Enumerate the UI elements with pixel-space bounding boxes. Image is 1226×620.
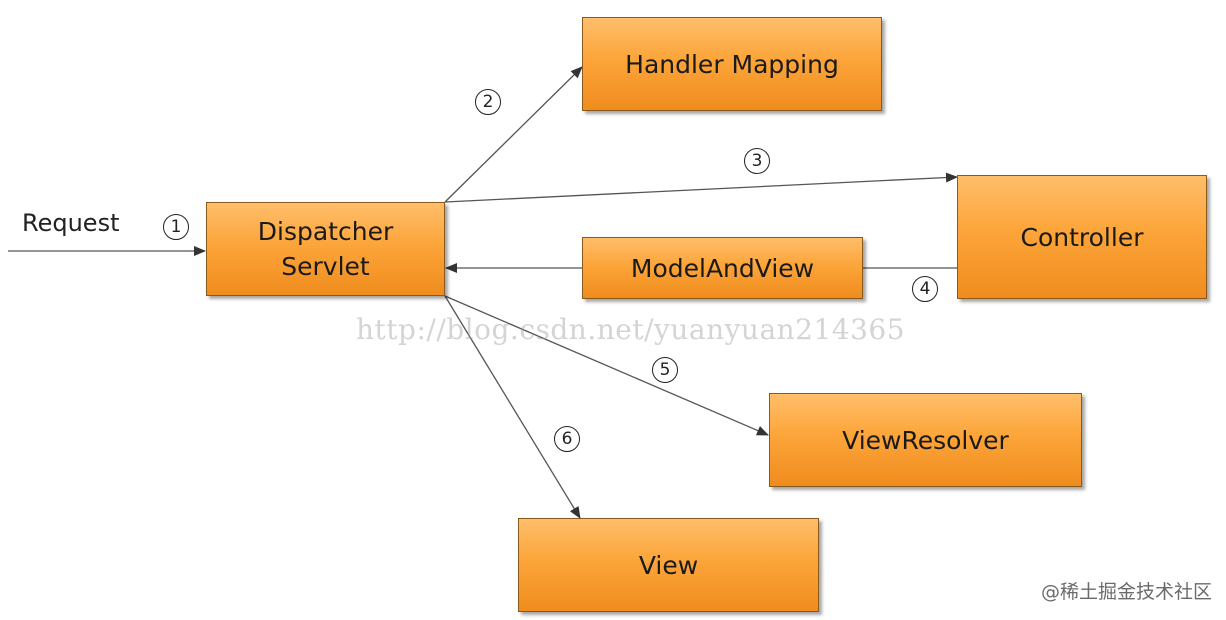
step-4-badge: 4 (912, 276, 938, 302)
watermark-text: http://blog.csdn.net/yuanyuan214365 (356, 313, 906, 346)
view-resolver-label: ViewResolver (842, 425, 1009, 455)
step-6-badge: 6 (554, 426, 580, 452)
controller-label: Controller (1020, 222, 1144, 252)
dispatcher-servlet-box: Dispatcher Servlet (206, 202, 445, 296)
edge-dispatcher-to-view-resolver (444, 295, 769, 436)
brand-watermark: @稀土掘金技术社区 (1040, 581, 1212, 603)
model-and-view-label: ModelAndView (630, 253, 815, 283)
request-label: Request (22, 209, 120, 237)
step-5-badge: 5 (652, 357, 678, 383)
view-resolver-box: ViewResolver (769, 393, 1082, 487)
controller-box: Controller (957, 175, 1207, 299)
step-1-badge: 1 (163, 214, 189, 240)
dispatcher-servlet-label: Dispatcher Servlet (257, 217, 394, 281)
view-box: View (518, 518, 819, 612)
edge-dispatcher-to-view (444, 295, 581, 519)
handler-mapping-label: Handler Mapping (625, 49, 839, 79)
model-and-view-box: ModelAndView (582, 237, 863, 299)
step-2-badge: 2 (475, 89, 501, 115)
edge-dispatcher-to-controller (444, 172, 958, 203)
edge-dispatcher-to-handler-mapping (444, 66, 583, 203)
view-label: View (638, 550, 699, 580)
handler-mapping-box: Handler Mapping (582, 17, 882, 111)
step-3-badge: 3 (744, 148, 770, 174)
